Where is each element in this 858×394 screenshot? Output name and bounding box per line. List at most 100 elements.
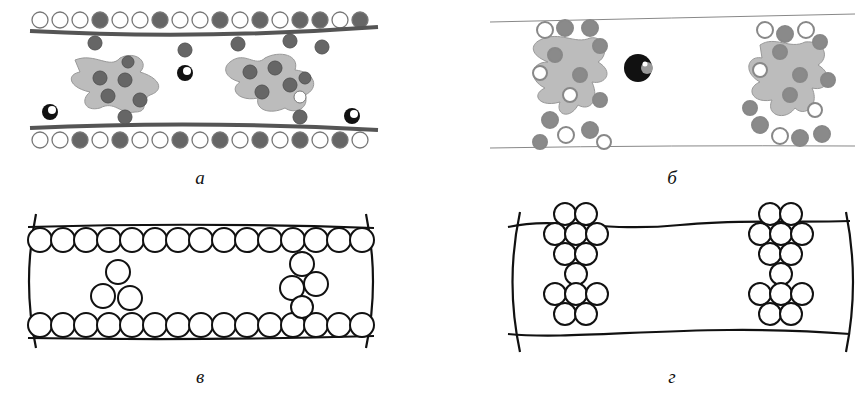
panel-a-lipid-rows-shape — [212, 132, 228, 148]
panel-b-molecules-shape — [772, 128, 788, 144]
panel-b-molecules-shape — [743, 101, 757, 115]
panel-a-lipid-rows-shape — [92, 132, 108, 148]
panel-g-molecule-clusters-shape — [544, 283, 566, 305]
panel-v-molecule-rows-shape — [304, 272, 328, 296]
panel-a-dark-molecules-shape — [268, 61, 282, 75]
panel-g-molecule-clusters-shape — [749, 223, 771, 245]
panel-g-molecule-clusters-shape — [759, 243, 781, 265]
panel-a-dark-molecules-shape — [101, 89, 115, 103]
panel-b-molecules-shape — [808, 103, 822, 117]
panel-b-membrane-lines — [490, 14, 855, 148]
panel-a-lipid-rows-shape — [112, 132, 128, 148]
panel-a-protein-blobs-shape — [226, 54, 314, 111]
panel-a-ion-symbols-shape — [42, 104, 58, 120]
panel-a-dark-molecules-shape — [294, 91, 306, 103]
panel-a-ion-symbols-shape — [183, 67, 191, 75]
panel-a-dark-molecules-shape — [133, 93, 147, 107]
panel-a-membrane-lines — [30, 27, 378, 130]
panel-a-ion-symbols-shape — [344, 108, 360, 124]
panel-b-molecules-shape — [773, 45, 787, 59]
panel-v-molecule-rows-shape — [120, 228, 144, 252]
panel-v-molecule-rows-shape — [91, 284, 115, 308]
panel-g-frame-lines-shape — [846, 212, 853, 352]
panel-v-molecule-rows-shape — [212, 228, 236, 252]
panel-g-molecule-clusters-shape — [759, 303, 781, 325]
panel-letter: в — [196, 367, 204, 388]
panel-a-lipid-rows-shape — [52, 12, 68, 28]
panel-v-molecule-rows-shape — [189, 228, 213, 252]
panel-v-molecule-rows-shape — [97, 228, 121, 252]
panel-a-lipid-rows-shape — [192, 12, 208, 28]
panel-g-molecule-clusters-shape — [749, 283, 771, 305]
panel-v-molecule-rows-shape — [97, 313, 121, 337]
panel-a-dark-molecules-shape — [283, 34, 297, 48]
panel-b-molecules-shape — [593, 39, 607, 53]
panel-b-molecules-shape — [792, 130, 808, 146]
panel-v-molecule-rows-shape — [327, 313, 351, 337]
panel-b-protein-blobs — [533, 36, 828, 115]
panel-a-ion-symbols-shape — [177, 65, 193, 81]
panel-a-dark-molecules-shape — [178, 43, 192, 57]
panel-b-molecules-shape — [798, 22, 814, 38]
panel-v-molecule-rows-shape — [118, 286, 142, 310]
panel-g-molecule-clusters — [544, 203, 813, 325]
panel-letter: б — [667, 168, 677, 189]
panel-b-molecules-shape — [757, 22, 773, 38]
panel-g-molecule-clusters-shape — [544, 223, 566, 245]
panel-b-molecules-shape — [752, 117, 768, 133]
panel-g-molecule-clusters-shape — [554, 303, 576, 325]
panel-a-lipid-rows-shape — [152, 132, 168, 148]
panel-g-molecule-clusters-shape — [575, 243, 597, 265]
panel-g-molecule-clusters-shape — [575, 203, 597, 225]
panel-g-molecule-clusters-shape — [586, 223, 608, 245]
panel-b-molecules-shape — [537, 22, 553, 38]
panel-g-molecule-clusters-shape — [586, 283, 608, 305]
panel-g-molecule-clusters-shape — [770, 223, 792, 245]
panel-v-molecule-rows-shape — [258, 228, 282, 252]
panel-v-molecule-rows-shape — [258, 313, 282, 337]
panel-g-molecule-clusters-shape — [780, 203, 802, 225]
panel-b-ion-symbol-shape — [641, 62, 653, 74]
panel-v-molecule-rows-shape — [166, 228, 190, 252]
panel-b-ion-symbol — [624, 54, 653, 82]
panel-v-molecule-rows-shape — [28, 228, 52, 252]
panel-a-lipid-rows-shape — [232, 132, 248, 148]
panel-a-ion-symbols — [42, 65, 360, 124]
panel-a-lipid-rows-shape — [152, 12, 168, 28]
panel-a-lipid-rows-shape — [172, 12, 188, 28]
panel-b-molecules-shape — [558, 127, 574, 143]
panel-b-molecules-shape — [582, 20, 598, 36]
panel-a-dark-molecules-shape — [88, 36, 102, 50]
panel-a-dark-molecules-shape — [243, 65, 257, 79]
panel-b-molecules-shape — [533, 135, 547, 149]
panel-a-ion-symbols-shape — [350, 110, 358, 118]
panel-g-molecule-clusters-shape — [780, 243, 802, 265]
panel-a-dark-molecules-shape — [293, 110, 307, 124]
panel-v-molecule-rows-shape — [189, 313, 213, 337]
panel-letter: а — [195, 168, 205, 189]
panel-a-lipid-rows-shape — [232, 12, 248, 28]
panel-v-molecule-rows-shape — [51, 313, 75, 337]
panel-b-molecules-shape — [783, 88, 797, 102]
panel-b-membrane-lines-shape — [490, 14, 855, 22]
panel-a-lipid-rows-shape — [352, 12, 368, 28]
panel-v-molecule-rows-shape — [291, 296, 313, 318]
panel-v-molecule-rows-shape — [166, 313, 190, 337]
panel-b-molecules-shape — [548, 48, 562, 62]
panel-v-molecule-rows-shape — [304, 228, 328, 252]
panel-a-lipid-rows-shape — [212, 12, 228, 28]
panel-a-dark-molecules-shape — [283, 78, 297, 92]
panel-a-lipid-rows-shape — [312, 132, 328, 148]
panel-v-molecule-rows-shape — [235, 313, 259, 337]
panel-b-molecules — [533, 20, 835, 149]
panel-a-dark-molecules-shape — [299, 72, 311, 84]
panel-b-molecules-shape — [753, 63, 767, 77]
panel-a-lipid-rows-shape — [132, 12, 148, 28]
panel-b-molecules-shape — [563, 88, 577, 102]
panel-g-molecule-clusters-shape — [770, 283, 792, 305]
panel-g-molecule-clusters-shape — [565, 283, 587, 305]
panel-a-lipid-rows-shape — [252, 132, 268, 148]
panel-a-membrane-lines-shape — [30, 124, 378, 130]
panel-b-molecules-shape — [777, 26, 793, 42]
